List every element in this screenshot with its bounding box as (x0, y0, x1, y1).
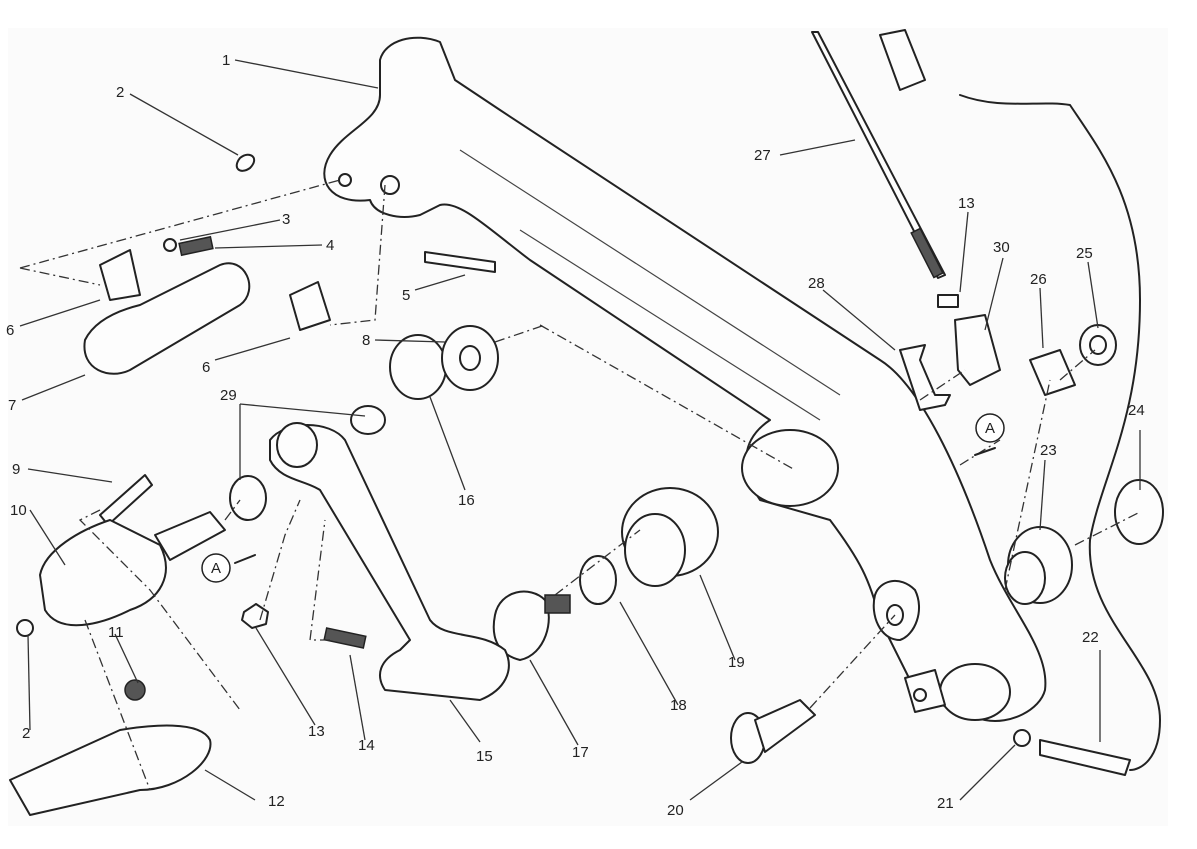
label-11: 11 (108, 624, 124, 641)
label-17: 17 (572, 744, 589, 761)
brake-pedal-15 (269, 424, 510, 701)
spacer-face (1004, 551, 1046, 605)
label-2-top: 2 (116, 84, 124, 101)
label-3: 3 (282, 211, 290, 228)
label-6-left: 6 (6, 322, 14, 339)
alignment-lines (19, 179, 1141, 791)
label-4: 4 (326, 237, 334, 254)
callout-a-right-text: A (985, 420, 995, 437)
nut-13 (241, 603, 269, 629)
label-14: 14 (358, 737, 375, 754)
label-7: 7 (8, 397, 16, 414)
label-27: 27 (754, 147, 771, 164)
label-2-bottom: 2 (22, 725, 30, 742)
joint-30 (954, 314, 1001, 386)
leader-lines (19, 59, 1141, 801)
footpeg-bracket (323, 36, 1047, 722)
label-13-left: 13 (308, 723, 325, 740)
callout-a-right: A (974, 413, 1005, 456)
plate-26 (1029, 349, 1076, 396)
nut-13-right (937, 294, 959, 308)
rider-footpeg-7 (83, 262, 251, 375)
label-15: 15 (476, 748, 493, 765)
label-10: 10 (10, 502, 27, 519)
washer-24 (1114, 479, 1164, 545)
plate-6-right (289, 281, 331, 331)
circlip-2-bottom (16, 619, 34, 637)
label-30: 30 (993, 239, 1010, 256)
label-18: 18 (670, 697, 687, 714)
sensor-cable (879, 29, 1161, 776)
bush-hole (1089, 335, 1107, 355)
o-ring-29-left (229, 475, 267, 521)
label-20: 20 (667, 802, 684, 819)
label-23: 23 (1040, 442, 1057, 459)
washer-8-hole (459, 345, 481, 371)
plate-6-left (99, 249, 141, 301)
callout-a-left: A (201, 553, 256, 583)
washer-18 (579, 555, 617, 605)
part-labels: 1 2 2 3 4 5 6 6 7 8 9 10 11 12 13 13 14 … (6, 52, 1145, 819)
label-12: 12 (268, 793, 285, 810)
spacer-face-19 (624, 513, 686, 587)
screw-17-thread (544, 594, 571, 614)
pivot-bush-shaft (154, 511, 226, 561)
callout-a-left-text: A (211, 560, 221, 577)
label-19: 19 (728, 654, 745, 671)
label-1: 1 (222, 52, 230, 69)
circlip-2-top (235, 153, 256, 172)
label-9: 9 (12, 461, 20, 478)
spring-4 (178, 235, 214, 257)
torsion-spring-11 (124, 679, 146, 701)
return-spring-16 (389, 334, 447, 400)
label-26: 26 (1030, 271, 1047, 288)
pin-5 (424, 251, 496, 273)
label-24: 24 (1128, 402, 1145, 419)
label-22: 22 (1082, 629, 1099, 646)
o-ring-29-right (350, 405, 386, 435)
washer-21 (1013, 729, 1031, 747)
screw-20-shank (754, 699, 816, 753)
label-21: 21 (937, 795, 954, 812)
label-8: 8 (362, 332, 370, 349)
label-25: 25 (1076, 245, 1093, 262)
ball-3 (163, 238, 177, 252)
label-6-right: 6 (202, 359, 210, 376)
label-29: 29 (220, 387, 237, 404)
label-5: 5 (402, 287, 410, 304)
label-28: 28 (808, 275, 825, 292)
label-13-right: 13 (958, 195, 975, 212)
clip-28 (899, 344, 951, 411)
pivot-bush-10 (39, 519, 167, 627)
label-16: 16 (458, 492, 475, 509)
brake-pedal-eye (276, 422, 318, 468)
rod (811, 31, 946, 279)
footpeg-12 (9, 724, 212, 816)
screw-14 (323, 627, 367, 649)
